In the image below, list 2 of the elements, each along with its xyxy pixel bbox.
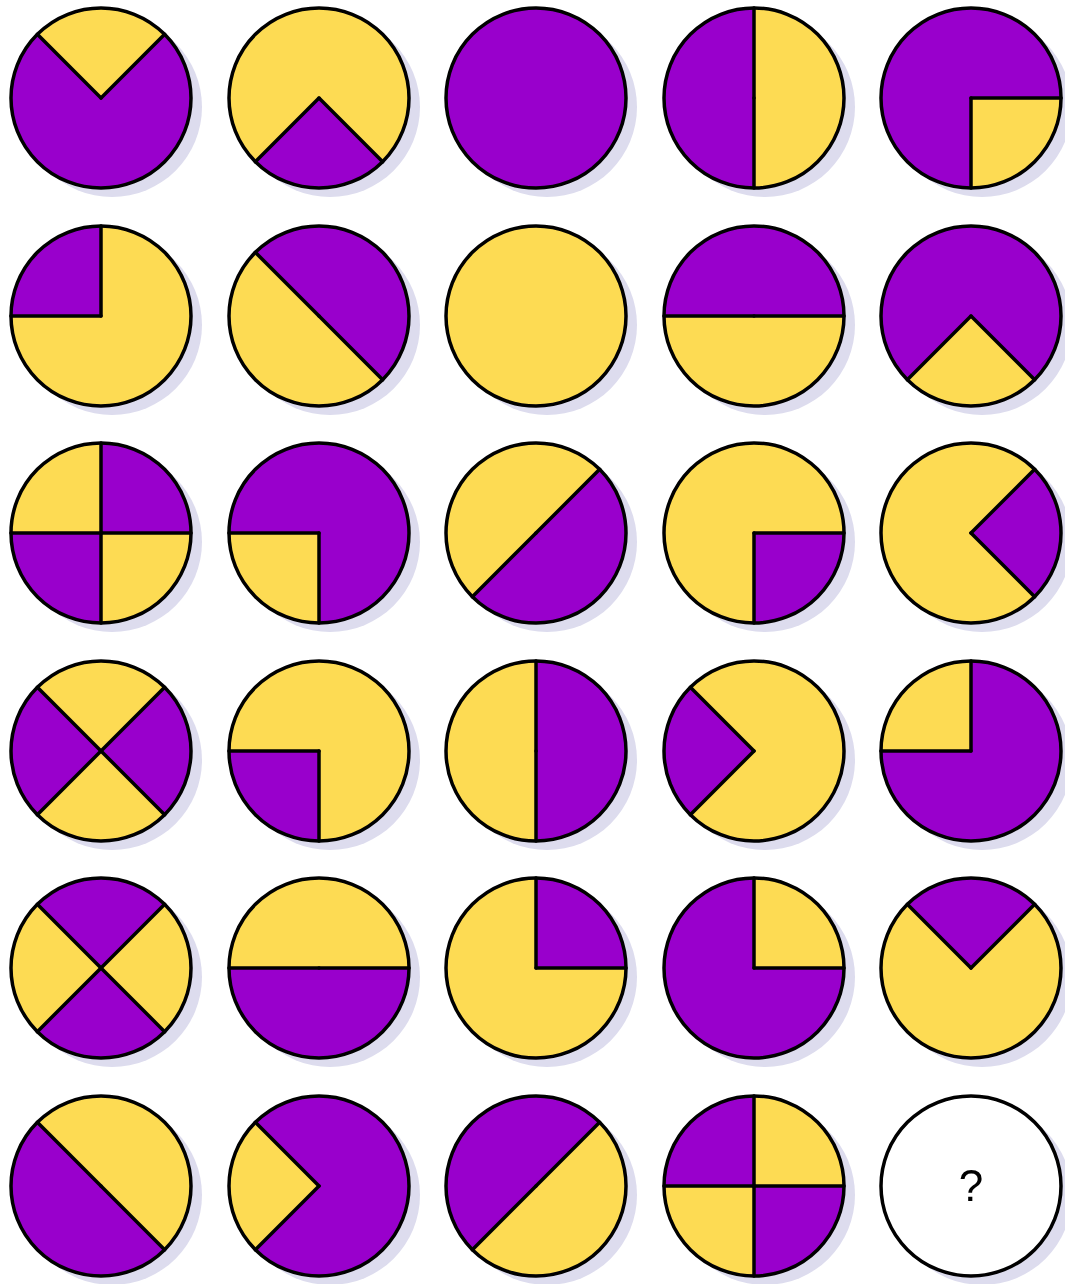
question-mark: ?: [957, 1160, 985, 1212]
answer-circle: [879, 1094, 1065, 1284]
